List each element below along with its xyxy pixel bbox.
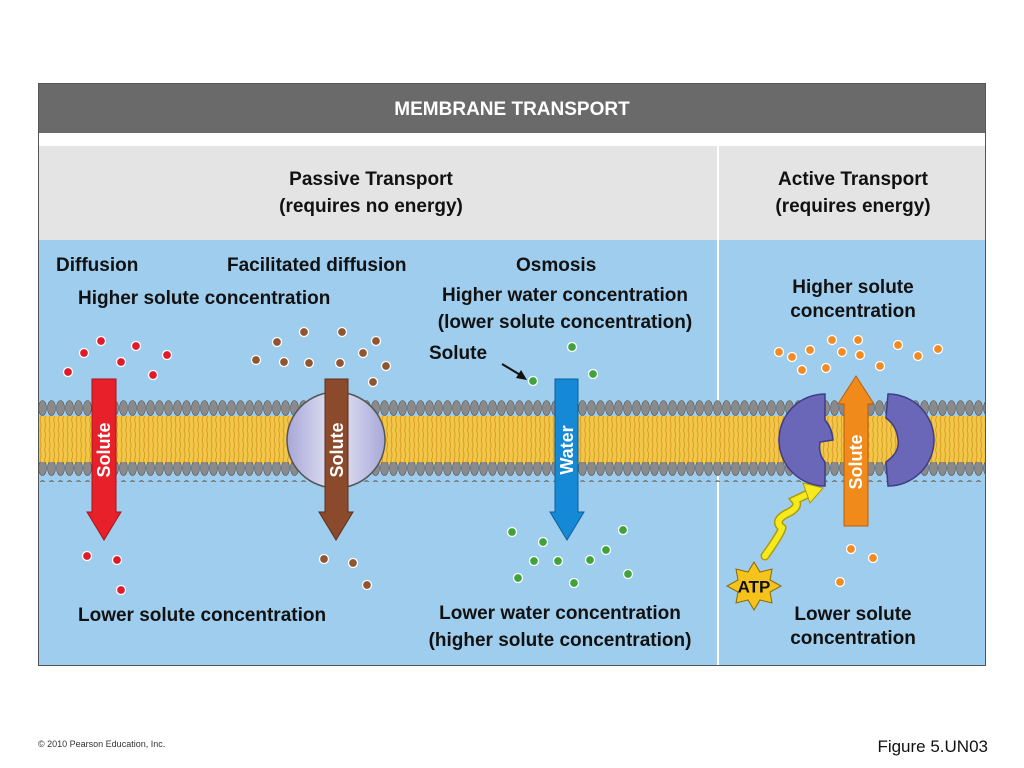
figure-label: Figure 5.UN03 xyxy=(877,737,988,756)
orange-solute-particles xyxy=(773,334,944,588)
lower-solute-concentration-label: Lower solute concentration xyxy=(78,605,327,626)
osmosis-bottom-line2: (higher solute concentration) xyxy=(428,630,692,651)
active-transport-label: Active Transport xyxy=(778,169,928,190)
osmosis-bottom-line1: Lower water concentration xyxy=(439,603,681,624)
red-solute-particles xyxy=(62,335,173,596)
facilitated-arrow-label: Solute xyxy=(327,422,347,477)
green-solute-particles xyxy=(506,341,634,589)
solute-pointer-label: Solute xyxy=(429,343,488,364)
passive-transport-note: (requires no energy) xyxy=(279,196,463,217)
passive-transport-label: Passive Transport xyxy=(289,169,453,190)
title-bar xyxy=(39,84,985,133)
carrier-protein xyxy=(778,393,935,487)
diagram-title: MEMBRANE TRANSPORT xyxy=(394,99,630,120)
osmosis-top-line1: Higher water concentration xyxy=(442,285,688,306)
water-arrow xyxy=(549,378,585,541)
facilitated-diffusion-title: Facilitated diffusion xyxy=(227,255,407,276)
transport-type-header xyxy=(39,146,985,240)
active-bottom-line1: Lower solute xyxy=(794,604,912,625)
copyright-notice: © 2010 Pearson Education, Inc. xyxy=(38,739,166,749)
higher-solute-concentration-label: Higher solute concentration xyxy=(78,288,331,309)
active-transport-arrow xyxy=(837,375,875,527)
brown-solute-particles xyxy=(250,326,392,591)
facilitated-arrow xyxy=(318,378,354,541)
atp-label: ATP xyxy=(738,578,771,597)
phospholipid-bilayer xyxy=(39,398,985,482)
active-bottom-line2: concentration xyxy=(790,628,916,649)
diffusion-arrow-label: Solute xyxy=(94,422,114,477)
solute-pointer xyxy=(501,363,527,380)
atp-starburst xyxy=(725,561,783,611)
diffusion-title: Diffusion xyxy=(56,255,139,276)
osmosis-top-line2: (lower solute concentration) xyxy=(437,312,693,333)
active-top-line1: Higher solute xyxy=(792,277,914,298)
water-arrow-label: Water xyxy=(557,425,577,474)
diffusion-arrow xyxy=(86,378,122,541)
osmosis-title: Osmosis xyxy=(516,255,597,276)
diagram-frame xyxy=(38,83,986,666)
active-transport-note: (requires energy) xyxy=(775,196,931,217)
active-top-line2: concentration xyxy=(790,301,916,322)
energy-squiggle xyxy=(760,482,824,561)
active-arrow-label: Solute xyxy=(846,434,866,489)
